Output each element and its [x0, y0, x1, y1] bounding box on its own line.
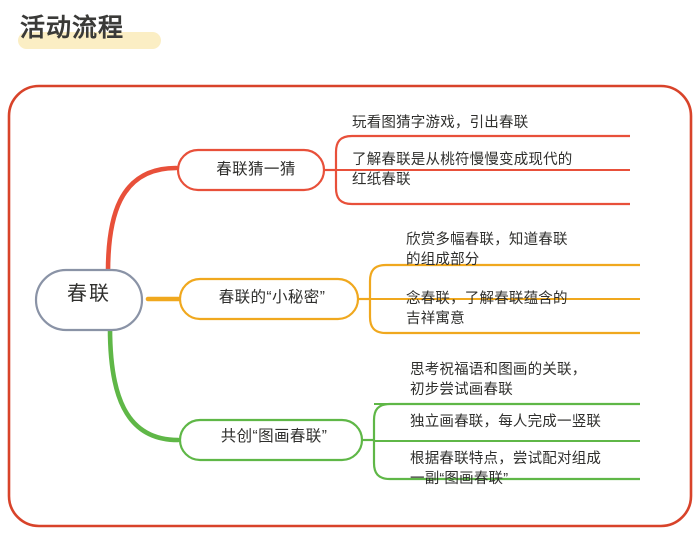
page-title: 活动流程 [20, 14, 125, 42]
leaf-label-0-0: 玩看图猜字游戏，引出春联 [352, 115, 529, 131]
root-node[interactable] [34, 268, 144, 332]
leaf-label-2-2: 根据春联特点，尝试配对组成 一副“图画春联” [410, 451, 602, 487]
leaf-label-2-1: 独立画春联，每人完成一竖联 [410, 414, 602, 430]
leaf-label-1-0: 欣赏多幅春联，知道春联 的组成部分 [406, 232, 568, 268]
connector-root-branch-2 [107, 325, 181, 443]
root-node-label: 春联 [67, 283, 111, 305]
title-highlight-bar [18, 32, 161, 49]
leaf-label-0-1: 了解春联是从桃符慢慢变成现代的 红纸春联 [352, 152, 573, 188]
connector-root-branch-0 [105, 165, 179, 275]
branch-node-label-0: 春联猜一猜 [216, 161, 296, 178]
leaf-label-1-1: 念春联，了解春联蕴含的 吉祥寓意 [406, 291, 568, 327]
title-area: 活动流程 [0, 0, 700, 80]
leaf-label-2-0: 思考祝福语和图画的关联， 初步尝试画春联 [410, 362, 587, 398]
outer-frame [7, 84, 693, 528]
branch-node-label-2: 共创“图画春联” [220, 428, 328, 445]
branch-node-label-1: 春联的“小秘密” [218, 289, 326, 306]
